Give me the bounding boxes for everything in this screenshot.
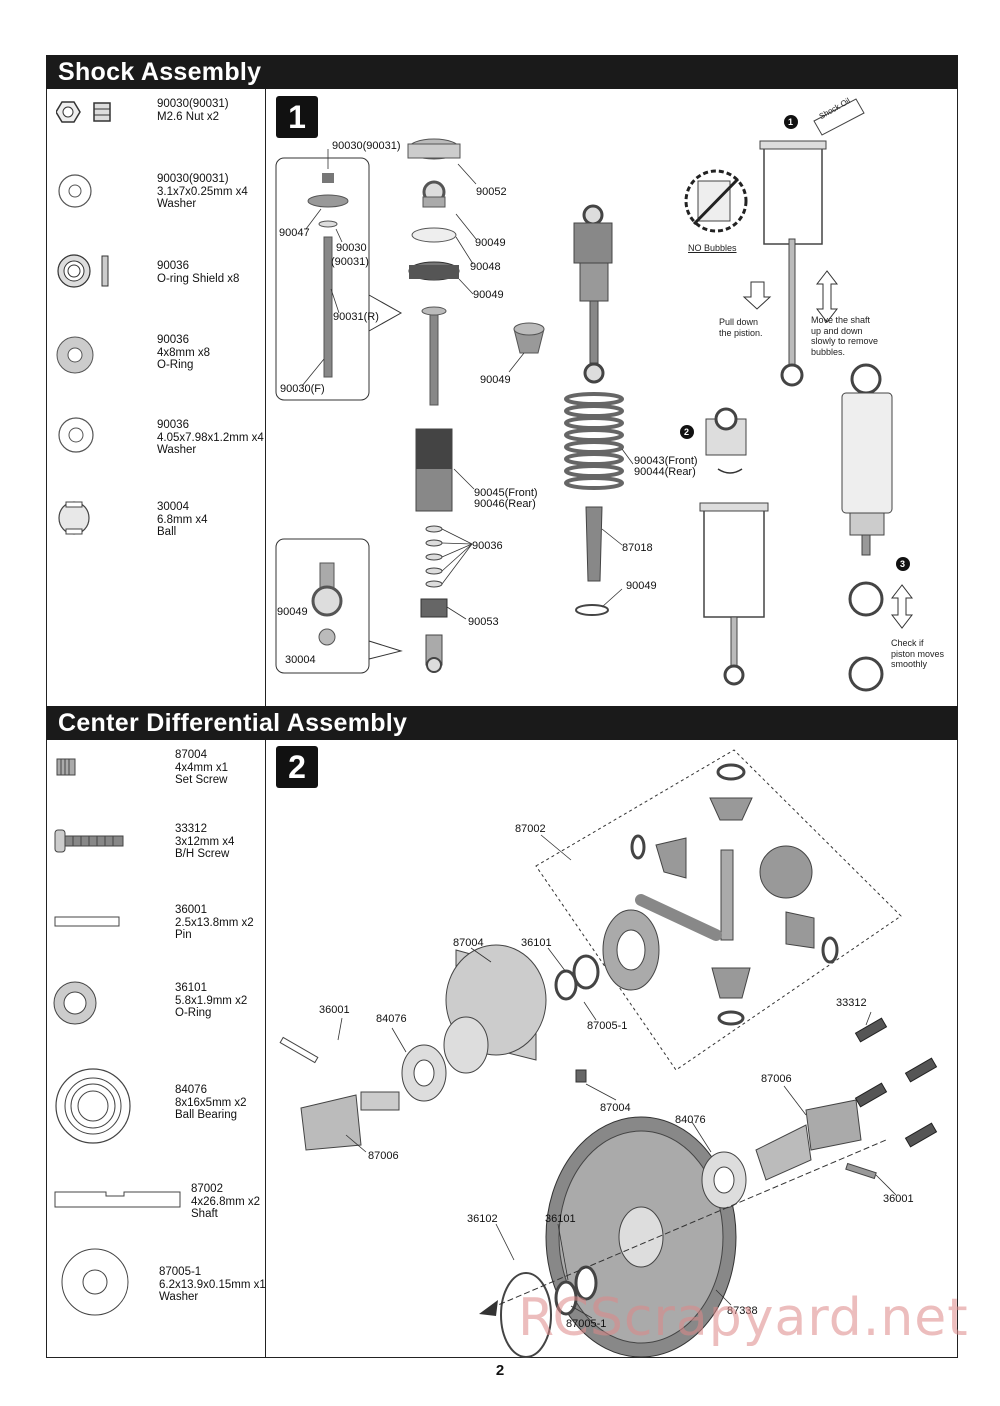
center-diff-exploded-diagram: [279, 749, 938, 1358]
label-36101-a: 36101: [521, 937, 552, 949]
set-screw-icon: [55, 757, 79, 782]
nut-icon: [55, 98, 116, 131]
label-87006-a: 87006: [761, 1073, 792, 1085]
label-90047: 90047: [279, 227, 310, 239]
label-33312: 33312: [836, 997, 867, 1009]
ball-icon: [57, 500, 91, 541]
shock-assembly-header: Shock Assembly: [46, 55, 958, 89]
label-87005-1-b: 87005-1: [566, 1318, 607, 1330]
label-87018: 87018: [622, 542, 653, 554]
label-87005-1-a: 87005-1: [587, 1020, 628, 1032]
label-90045-front: 90045(Front): [474, 487, 538, 499]
washer-icon: [60, 1247, 130, 1322]
step-circle-2: 2: [684, 427, 690, 437]
shock-divider: [265, 89, 266, 706]
label-90049-c: 90049: [480, 374, 511, 386]
label-87002: 87002: [515, 823, 546, 835]
shaft-icon: [54, 1190, 182, 1215]
step-circle-1: 1: [788, 117, 794, 127]
pin-icon: [54, 915, 122, 934]
washer-icon: [57, 173, 93, 214]
label-84076-a: 84076: [376, 1013, 407, 1025]
label-90044-rear: 90044(Rear): [634, 466, 696, 478]
label-90052: 90052: [476, 186, 507, 198]
page-number: 2: [495, 1362, 505, 1379]
center-divider: [265, 740, 266, 1358]
label-36101-b: 36101: [545, 1213, 576, 1225]
step-circle-3: 3: [900, 559, 906, 569]
label-90048: 90048: [470, 261, 501, 273]
part-90030-nut: 90030(90031)M2.6 Nut x2: [157, 98, 229, 123]
oring-icon: [55, 335, 95, 380]
label-87004-b: 87004: [600, 1102, 631, 1114]
label-36001-a: 36001: [319, 1004, 350, 1016]
step-number-2: 2: [276, 746, 318, 788]
label-87338: 87338: [727, 1305, 758, 1317]
label-90053: 90053: [468, 616, 499, 628]
label-90036: 90036: [472, 540, 503, 552]
shock-exploded-diagram: [275, 98, 914, 692]
label-90031-r: 90031(R): [333, 311, 379, 323]
step-number-1: 1: [276, 96, 318, 138]
label-36001-b: 36001: [883, 1193, 914, 1205]
no-bubbles-note: NO Bubbles: [688, 243, 737, 253]
label-90049-a: 90049: [475, 237, 506, 249]
washer-icon: [57, 416, 95, 459]
label-90030-90031: 90030(90031): [332, 140, 401, 152]
center-diff-header: Center Differential Assembly: [46, 706, 958, 740]
bearing-icon: [54, 1067, 132, 1150]
label-90031-b: (90031): [331, 256, 369, 268]
label-87004-a: 87004: [453, 937, 484, 949]
label-90030-f: 90030(F): [280, 383, 325, 395]
label-84076-b: 84076: [675, 1114, 706, 1126]
label-90049-e: 90049: [277, 606, 308, 618]
screw-icon: [53, 828, 125, 859]
label-90046-rear: 90046(Rear): [474, 498, 536, 510]
oring-shield-icon: [56, 253, 116, 294]
watermark: RCScrapyard.net: [518, 1288, 969, 1348]
label-36102: 36102: [467, 1213, 498, 1225]
label-90043-front: 90043(Front): [634, 455, 698, 467]
label-87006-b: 87006: [368, 1150, 399, 1162]
oring-icon: [52, 980, 98, 1031]
label-90049-d: 90049: [626, 580, 657, 592]
label-30004: 30004: [285, 654, 316, 666]
label-90049-b: 90049: [473, 289, 504, 301]
label-90030-b: 90030: [336, 242, 367, 254]
